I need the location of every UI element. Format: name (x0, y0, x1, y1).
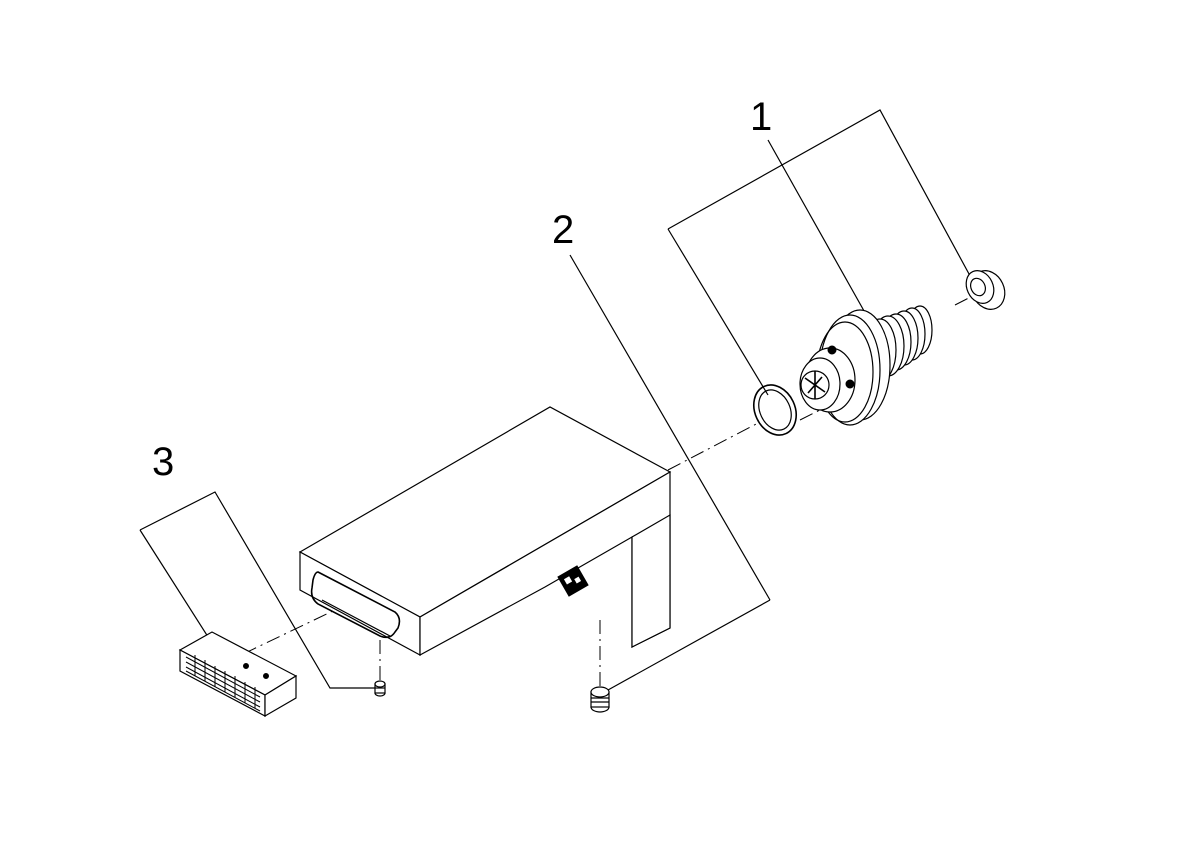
callout-number-3: 3 (152, 440, 174, 484)
sleeve-ring-icon (965, 270, 1006, 310)
o-ring-icon (753, 384, 797, 436)
valve-cartridge-icon (799, 305, 933, 426)
leader-lines-1 (667, 109, 976, 396)
callout-number-2: 2 (552, 208, 574, 252)
leader-lines-3 (139, 491, 375, 689)
set-screw-icon (374, 680, 386, 697)
spout-body-icon (298, 406, 672, 657)
callout-number-1: 1 (750, 95, 772, 139)
aerator-icon (178, 631, 298, 718)
leader-lines-2 (569, 254, 771, 691)
plug-screw-icon (590, 686, 610, 713)
